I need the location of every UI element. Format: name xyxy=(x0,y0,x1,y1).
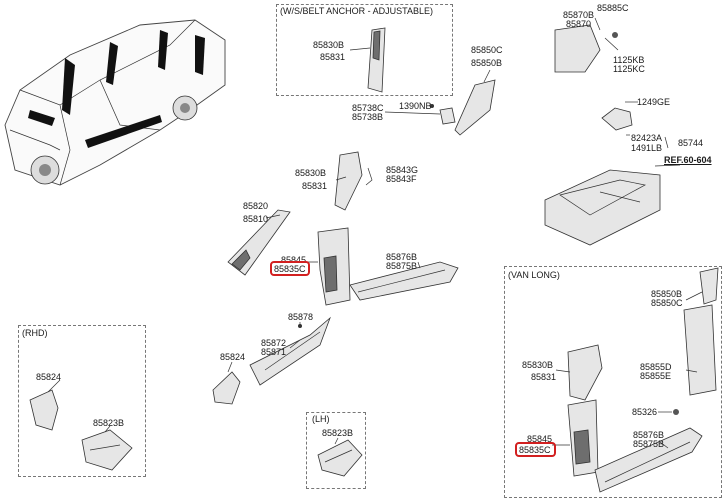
label-85843F: 85843F xyxy=(386,174,417,184)
belt-anchor-box xyxy=(276,4,453,96)
belt-anchor-title: (W/S/BELT ANCHOR - ADJUSTABLE) xyxy=(280,6,434,16)
label-82423A: 82423A xyxy=(631,133,663,143)
lh-box xyxy=(306,412,366,489)
label-85738B: 85738B xyxy=(352,112,384,122)
label-1249GE: 1249GE xyxy=(637,97,671,107)
label-85876B-a: 85876B xyxy=(386,252,418,262)
label-85835C-b: 85835C xyxy=(519,445,551,455)
label-85823B-a: 85823B xyxy=(93,418,125,428)
label-85810: 85810 xyxy=(243,214,269,224)
label-85875B-a: 85875B xyxy=(386,261,418,271)
label-85855D: 85855D xyxy=(640,362,672,372)
ref-60-604-link[interactable]: REF.60-604 xyxy=(664,155,712,165)
label-85878: 85878 xyxy=(288,312,314,322)
label-1125KC: 1125KC xyxy=(613,64,645,74)
highlight-85835C-a[interactable] xyxy=(270,261,310,276)
label-85820: 85820 xyxy=(243,201,269,211)
van-illustration xyxy=(4,19,226,186)
label-85875B-b: 85875B xyxy=(633,439,665,449)
label-85830B-b: 85830B xyxy=(295,168,327,178)
label-85885C: 85885C xyxy=(597,3,629,13)
label-85831-c: 85831 xyxy=(531,372,557,382)
label-1125KB: 1125KB xyxy=(613,55,645,65)
label-85845-b: 85845 xyxy=(527,434,553,444)
highlight-85835C-b[interactable] xyxy=(515,442,556,457)
label-85850C-b: 85850C xyxy=(651,298,683,308)
rhd-box xyxy=(18,325,146,477)
label-85850B-a: 85850B xyxy=(471,58,503,68)
label-85738C: 85738C xyxy=(352,103,384,113)
label-85835C-a: 85835C xyxy=(274,264,306,274)
label-85850C-a: 85850C xyxy=(471,45,503,55)
label-85845-a: 85845 xyxy=(281,255,307,265)
van-long-title: (VAN LONG) xyxy=(508,270,560,280)
van-long-box xyxy=(504,266,722,498)
label-85831-a: 85831 xyxy=(320,52,346,62)
label-85876B-b: 85876B xyxy=(633,430,665,440)
label-85855E: 85855E xyxy=(640,371,672,381)
label-85870: 85870 xyxy=(566,19,592,29)
label-85326: 85326 xyxy=(632,407,658,417)
label-85824-b: 85824 xyxy=(36,372,62,382)
lh-title: (LH) xyxy=(312,414,330,424)
label-85744: 85744 xyxy=(678,138,704,148)
label-85830B-a: 85830B xyxy=(313,40,345,50)
label-85823B-b: 85823B xyxy=(322,428,354,438)
label-85824-a: 85824 xyxy=(220,352,246,362)
label-85871: 85871 xyxy=(261,347,287,357)
label-85830B-c: 85830B xyxy=(522,360,554,370)
label-1491LB: 1491LB xyxy=(631,143,663,153)
label-85850B-b: 85850B xyxy=(651,289,683,299)
label-85870B: 85870B xyxy=(563,10,595,20)
label-85872: 85872 xyxy=(261,338,287,348)
rhd-title: (RHD) xyxy=(22,328,48,338)
label-85843G: 85843G xyxy=(386,165,419,175)
label-1390NB: 1390NB xyxy=(399,101,432,111)
label-85831-b: 85831 xyxy=(302,181,328,191)
